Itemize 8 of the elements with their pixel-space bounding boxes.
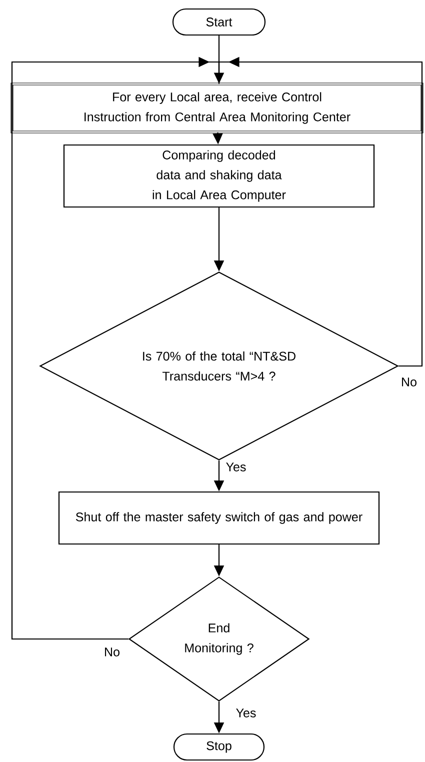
process-box: For every Local area, receive Control Instruction from Central Area Monitoring Center — [10, 82, 424, 134]
process-box: Shut off the master safety switch of gas and power — [58, 491, 380, 545]
arrow — [11, 56, 220, 640]
edge-label: Yes — [224, 462, 248, 472]
edge-label: No — [102, 646, 122, 658]
edge-label: Yes — [234, 708, 258, 718]
edge-label: No — [400, 376, 418, 388]
process-box: Comparing decoded data and shaking data in Local Area Computer — [63, 144, 375, 208]
